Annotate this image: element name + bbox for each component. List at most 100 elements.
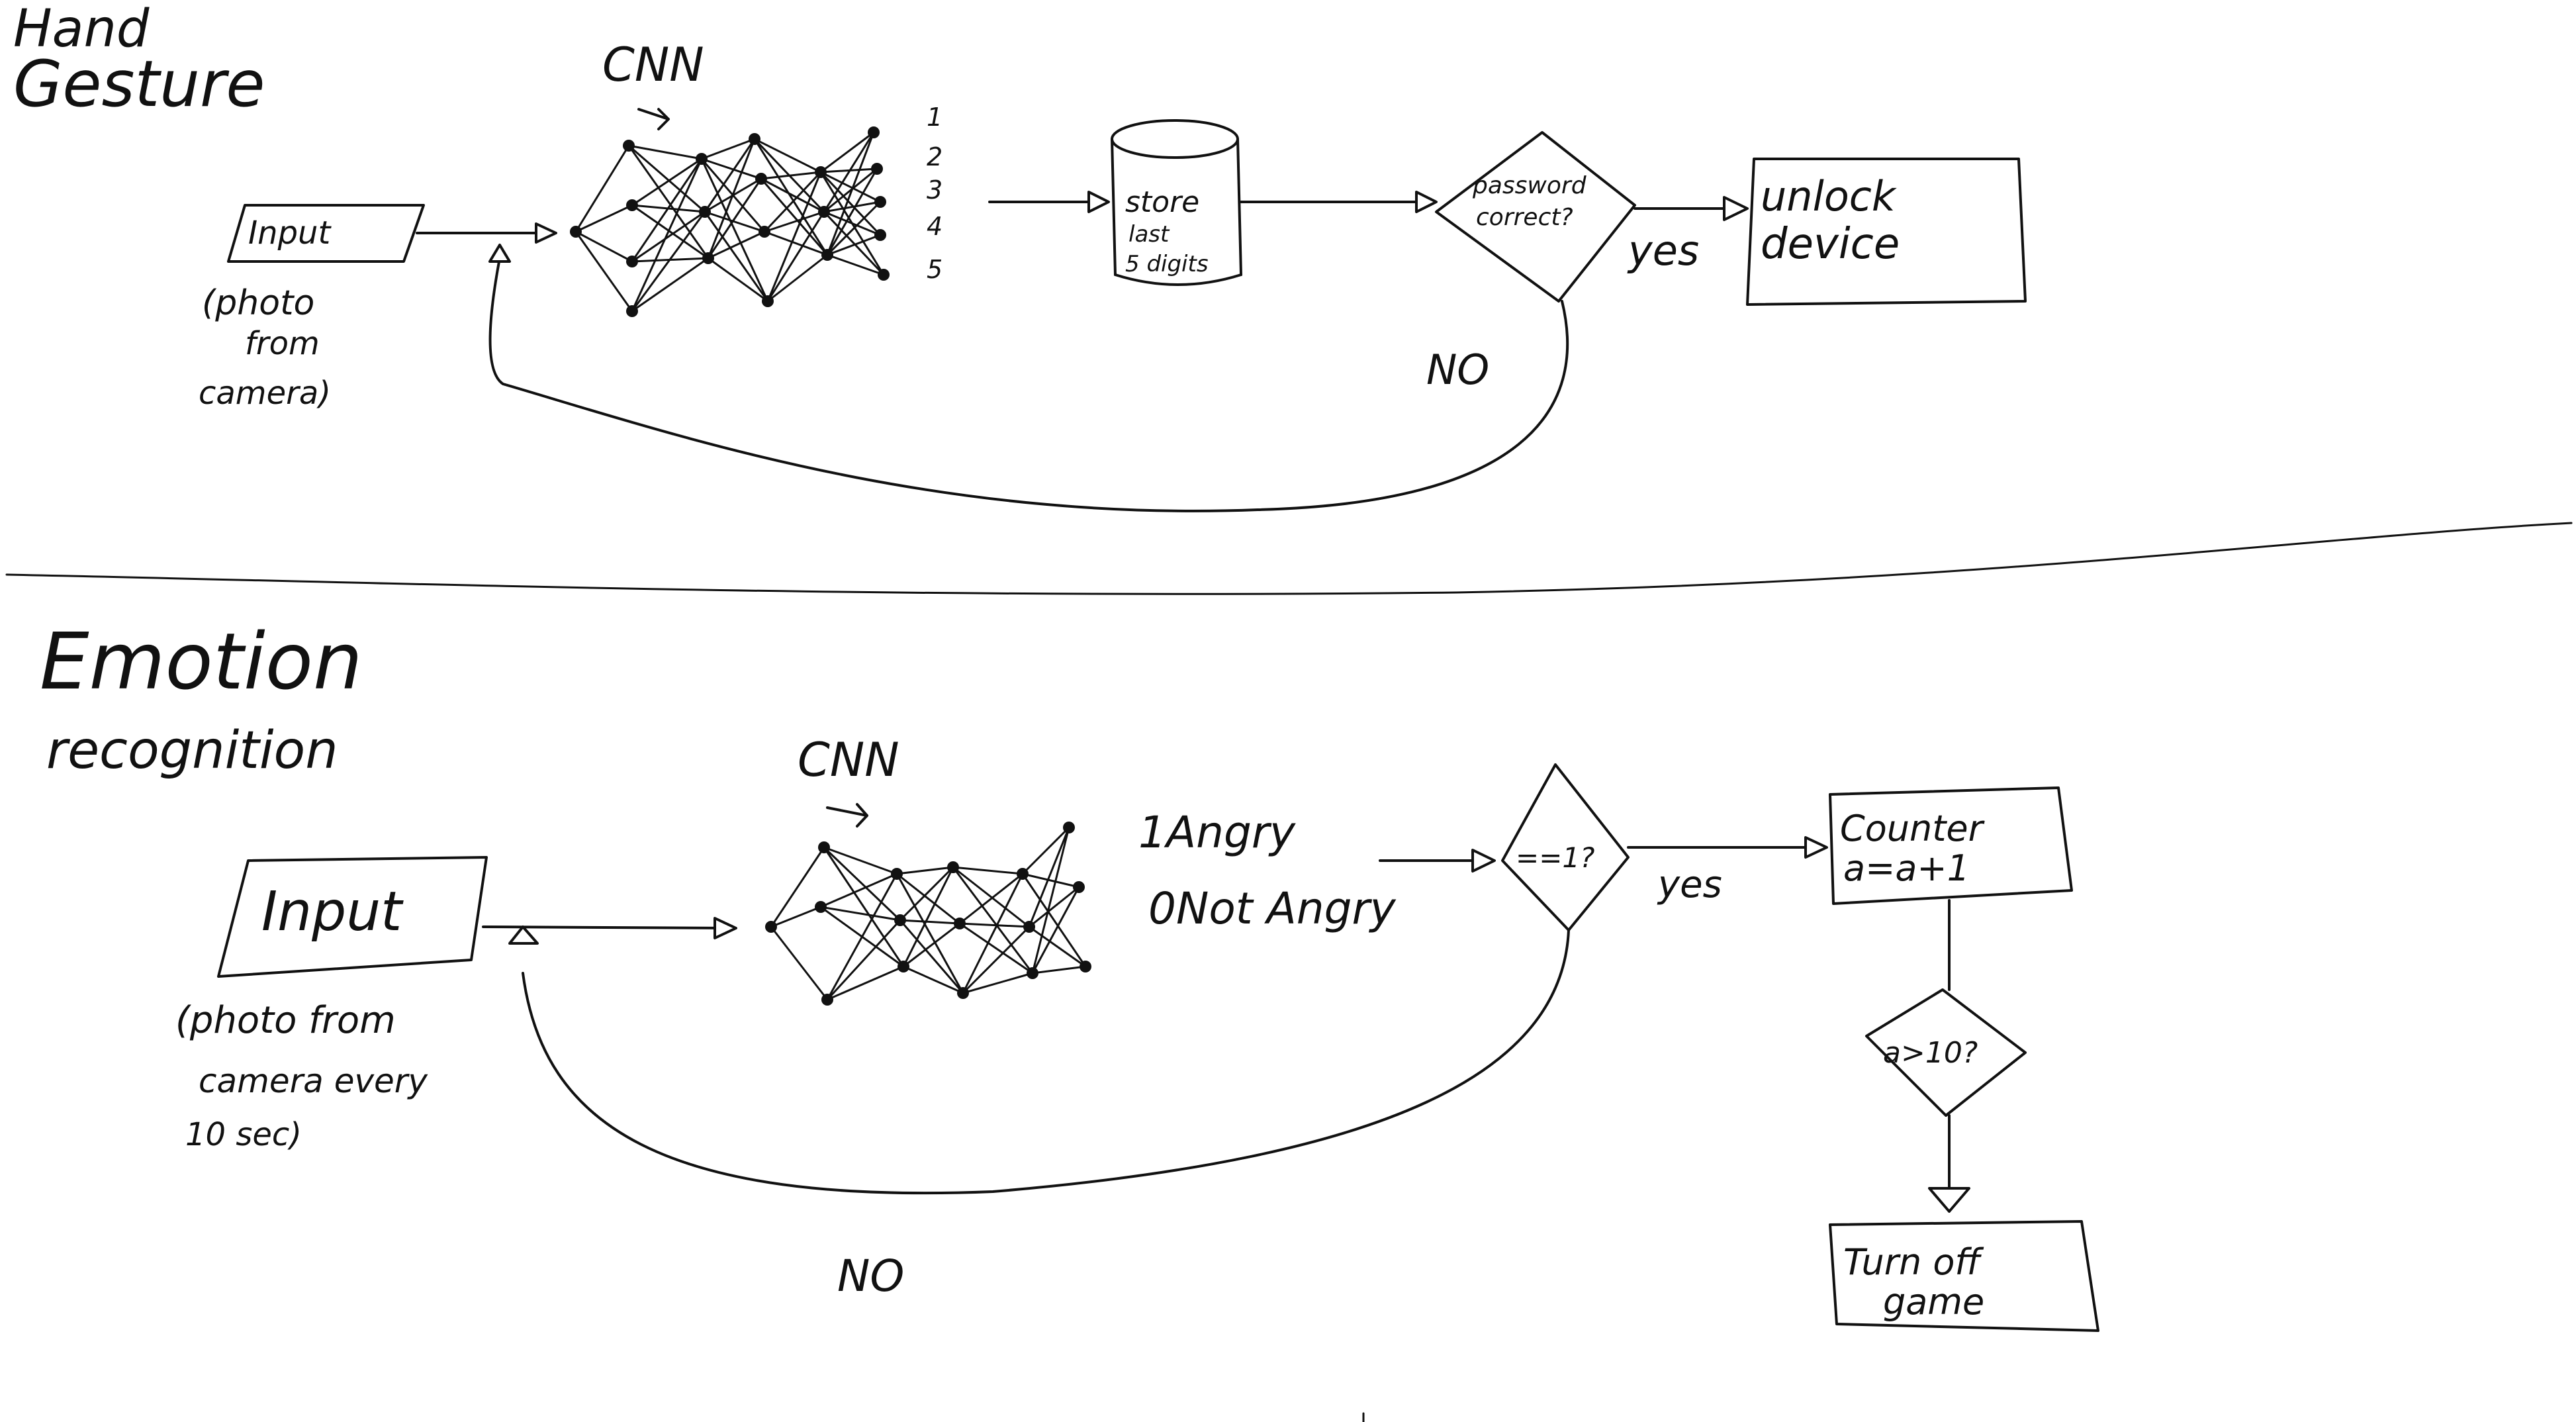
network-edge <box>902 867 954 967</box>
network-edge <box>754 138 821 173</box>
network-node <box>1027 967 1038 979</box>
network-edge <box>899 866 954 922</box>
network-edge <box>823 132 875 213</box>
decision-label: ==1? <box>1516 841 1594 874</box>
input-label: Input <box>261 880 404 943</box>
network-node <box>1080 961 1091 972</box>
network-node <box>1023 921 1035 933</box>
section-title-line1: Hand <box>13 0 150 59</box>
end-line1: Turn off <box>1843 1241 1984 1283</box>
output-5: 5 <box>927 255 943 284</box>
network-node <box>626 199 638 211</box>
network-edge <box>826 168 878 256</box>
arrow-head <box>713 917 737 939</box>
output-not-angry: 0Not Angry <box>1148 883 1397 934</box>
decision-line1: password <box>1472 172 1587 199</box>
network-edge <box>708 257 768 303</box>
network-node <box>815 166 827 178</box>
network-edge <box>770 847 825 927</box>
network-edge <box>704 211 765 233</box>
network-node <box>762 295 774 307</box>
output-1: 1 <box>927 103 943 132</box>
decision-a-greater-10 <box>1865 988 2027 1117</box>
unlock-device-box <box>1746 158 2027 306</box>
arrow-head <box>1804 836 1828 859</box>
counter-box <box>1829 786 2073 905</box>
network-edge <box>959 922 1030 928</box>
network-node <box>699 206 711 218</box>
unlock-line2: device <box>1761 220 1900 269</box>
network-edge <box>628 144 706 213</box>
network-edge <box>1022 873 1080 888</box>
output-angry: 1Angry <box>1138 807 1296 858</box>
cnn-label: CNN <box>798 733 899 787</box>
cnn-network <box>765 822 1091 1006</box>
decision2-label: a>10? <box>1883 1036 1978 1070</box>
network-edge <box>631 204 709 260</box>
network-edge <box>896 873 960 925</box>
arrow-head <box>1471 849 1496 873</box>
network-edge <box>631 211 706 312</box>
network-edge <box>700 158 769 302</box>
network-edge <box>896 873 964 994</box>
network-edge <box>903 922 960 968</box>
network-edge <box>899 919 960 925</box>
arrow-input-to-cnn <box>482 925 736 929</box>
network-node <box>954 918 966 929</box>
network-node <box>821 994 833 1006</box>
output-4: 4 <box>927 212 943 241</box>
network-node <box>818 841 830 853</box>
no-label: NO <box>837 1251 904 1302</box>
network-edge <box>631 158 703 312</box>
network-edge <box>627 145 710 259</box>
no-label: NO <box>1426 346 1489 394</box>
section-hand-gesture: Hand Gesture Input (photo from camera) C… <box>13 0 2027 512</box>
section-title-line2: Gesture <box>13 47 265 121</box>
decision-password-correct <box>1435 131 1636 303</box>
network-node <box>874 196 886 208</box>
network-edge <box>1031 827 1070 974</box>
store-line1: store <box>1125 185 1199 219</box>
network-edge <box>760 177 825 213</box>
network-edge <box>753 138 829 256</box>
network-node <box>759 226 770 238</box>
network-edge <box>896 866 954 875</box>
network-edge <box>823 846 897 875</box>
network-edge <box>760 171 821 180</box>
network-edge <box>962 873 1024 994</box>
network-edge <box>823 201 881 213</box>
section-emotion-recognition: Emotion recognition Input (photo from ca… <box>40 616 2099 1332</box>
network-edge <box>708 230 765 260</box>
arrow-head <box>1928 1187 1970 1213</box>
network-edge <box>823 167 878 213</box>
counter-line1: Counter <box>1840 808 1985 849</box>
network-edge <box>631 211 706 263</box>
network-edge <box>827 234 881 256</box>
network-edge <box>766 171 822 302</box>
cnn-pointer-arrow <box>826 803 868 828</box>
network-edge <box>764 211 825 233</box>
network-node <box>626 305 638 317</box>
network-node <box>626 256 638 267</box>
network-edge <box>827 965 904 1001</box>
network-edge <box>770 906 821 928</box>
network-node <box>755 173 767 185</box>
network-edge <box>826 132 875 256</box>
network-edge <box>1031 886 1080 974</box>
network-node <box>570 226 582 238</box>
yes-label: yes <box>1657 863 1722 906</box>
network-node <box>874 229 886 241</box>
network-node <box>749 133 760 145</box>
network-node <box>897 961 909 972</box>
network-node <box>894 914 906 926</box>
turn-off-game-box <box>1829 1220 2099 1332</box>
network-edge <box>959 922 1033 974</box>
network-edge <box>899 920 964 994</box>
network-edge <box>823 847 905 967</box>
network-edge <box>820 131 874 173</box>
network-edge <box>760 178 829 256</box>
network-edge <box>952 866 1023 875</box>
network-edge <box>701 138 755 160</box>
network-edge <box>766 211 825 302</box>
network-edge <box>823 211 881 236</box>
